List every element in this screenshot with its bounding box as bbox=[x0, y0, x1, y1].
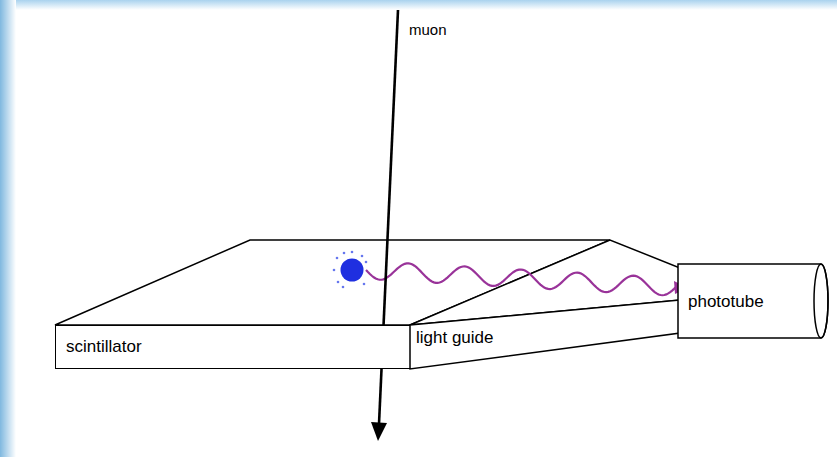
scintillation-flash bbox=[333, 251, 368, 289]
muon-arrowhead bbox=[371, 422, 387, 441]
light-guide: light guide bbox=[410, 300, 680, 369]
light-wave bbox=[366, 263, 676, 295]
part-label: phototube bbox=[688, 293, 764, 312]
muon-track bbox=[379, 10, 398, 424]
top-band bbox=[0, 0, 837, 10]
part-label: light guide bbox=[416, 329, 494, 348]
left-band bbox=[0, 0, 16, 457]
scintillator-slab: scintillator bbox=[55, 325, 411, 369]
part-label: scintillator bbox=[66, 338, 142, 357]
particle-label: muon bbox=[409, 22, 447, 39]
phototube: phototube bbox=[678, 263, 830, 339]
